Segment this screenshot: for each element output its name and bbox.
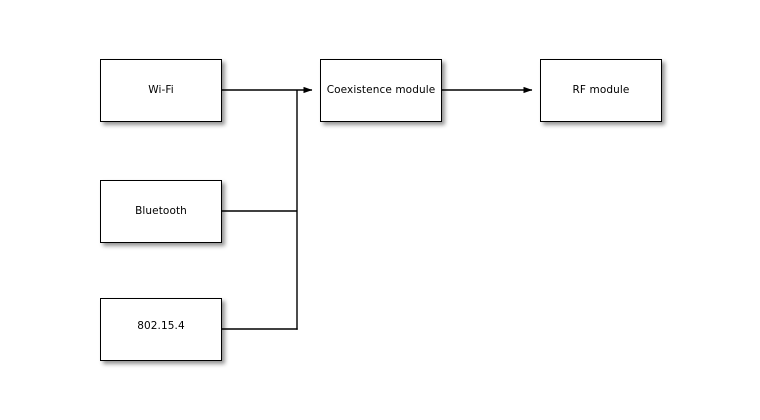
node-802154-label: 802.15.4	[137, 320, 185, 333]
node-bluetooth[interactable]: Bluetooth	[100, 180, 222, 243]
node-wifi-label: Wi-Fi	[148, 84, 174, 97]
node-bluetooth-label: Bluetooth	[135, 205, 187, 218]
node-802154[interactable]: 802.15.4	[100, 298, 222, 361]
node-wifi[interactable]: Wi-Fi	[100, 59, 222, 122]
node-coexistence-module[interactable]: Coexistence module	[320, 59, 442, 122]
node-coexistence-module-label: Coexistence module	[326, 84, 436, 97]
node-rf-module[interactable]: RF module	[540, 59, 662, 122]
node-rf-module-label: RF module	[572, 84, 630, 97]
